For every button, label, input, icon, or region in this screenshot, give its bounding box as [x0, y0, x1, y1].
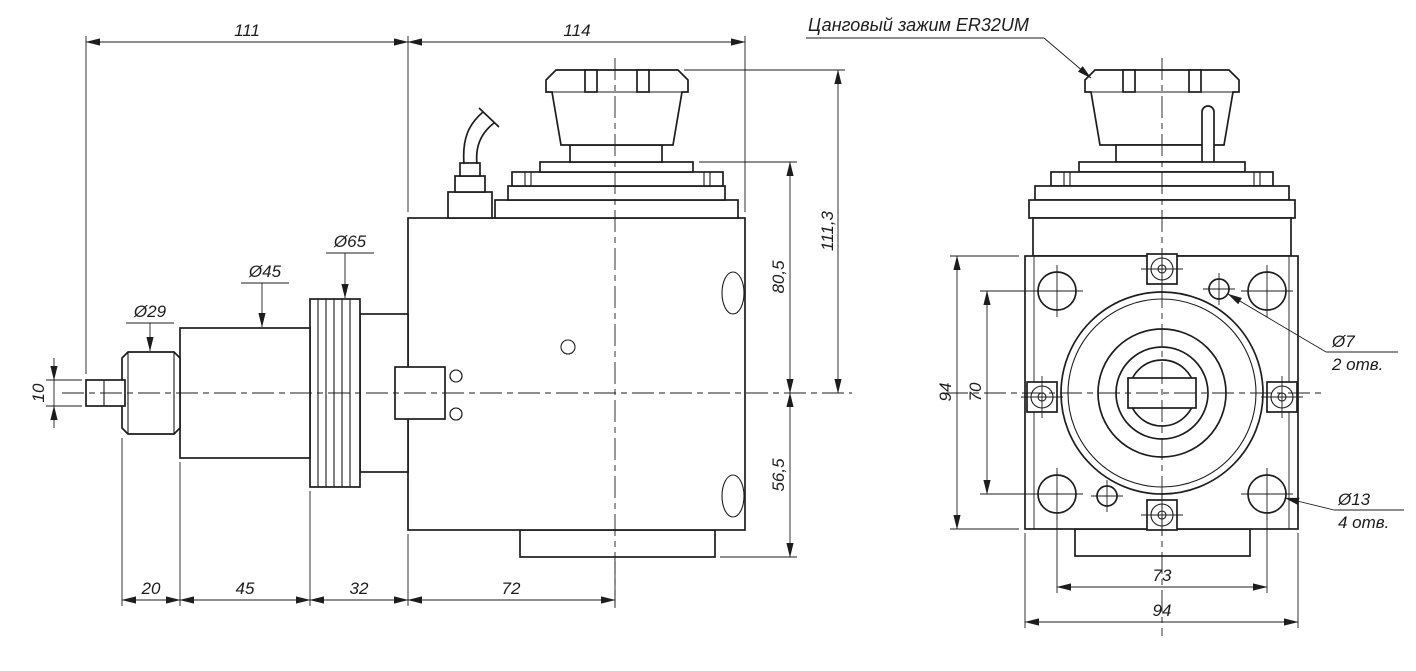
- dim-70: 70: [966, 382, 985, 401]
- dim-32: 32: [350, 579, 369, 598]
- dim-111-3: 111,3: [818, 210, 837, 251]
- side-cable-gland: [459, 162, 481, 177]
- dim-dia-45: Ø45: [248, 262, 282, 281]
- side-edge-recess-bottom: [721, 474, 745, 518]
- dim-94-horizontal: 94: [1153, 601, 1172, 620]
- front-corner-holes: [1031, 265, 1293, 520]
- dim-45: 45: [236, 579, 255, 598]
- cable-edge-left: [462, 111, 484, 165]
- dim-111: 111: [234, 21, 260, 40]
- dim-73: 73: [1153, 566, 1172, 585]
- side-top-assembly: [494, 69, 739, 219]
- callouts: Цанговый зажим ER32UM Ø7 2 отв. Ø13 4 от…: [806, 15, 1404, 532]
- callout-dia-7: Ø7: [1331, 332, 1355, 351]
- side-flange-wide: [511, 171, 724, 187]
- side-er-nut-slot-2: [636, 69, 650, 93]
- dim-dia-29: Ø29: [133, 302, 167, 321]
- front-bottom-tab: [1074, 528, 1251, 557]
- callout-title: Цанговый зажим ER32UM: [808, 15, 1029, 35]
- front-small-holes: [1091, 273, 1235, 512]
- side-bottom-tab: [519, 529, 716, 558]
- dim-20: 20: [141, 579, 161, 598]
- dimensions-front: 94 70 73 94: [936, 255, 1299, 628]
- cable-end-cap: [478, 107, 500, 128]
- side-cable-bracket-mid: [454, 175, 486, 193]
- dim-56-5: 56,5: [769, 458, 788, 492]
- dim-80-5: 80,5: [769, 260, 788, 294]
- dim-114: 114: [563, 21, 590, 40]
- dim-94-vertical: 94: [936, 383, 955, 402]
- centerlines: [62, 58, 1322, 636]
- side-cable-assembly: [447, 107, 500, 219]
- side-top-plate-lower: [494, 199, 739, 219]
- side-edge-recess-top: [721, 271, 745, 315]
- side-er-nut-slot-1: [584, 69, 598, 93]
- dim-dia-65: Ø65: [333, 232, 367, 251]
- side-top-plate-upper: [507, 185, 726, 201]
- callout-dia-7-qty: 2 отв.: [1331, 355, 1383, 374]
- front-er-nut-slot-2: [1188, 69, 1202, 93]
- side-body-block: [407, 217, 746, 531]
- side-view: [85, 69, 746, 558]
- dim-72: 72: [502, 579, 521, 598]
- side-pin-hole: [560, 339, 576, 355]
- callout-dia-13: Ø13: [1337, 490, 1371, 509]
- dim-10: 10: [29, 383, 48, 402]
- front-er-nut-slot-1: [1122, 69, 1136, 93]
- callout-dia-13-qty: 4 отв.: [1338, 513, 1389, 532]
- side-body: [407, 217, 746, 558]
- dimensions-side: 111 114 111,3 80,5 56,5 10 20 45 32 72: [29, 21, 845, 606]
- side-cable-bracket-base: [447, 191, 493, 219]
- side-nut-neck: [569, 144, 663, 163]
- side-flange-narrow: [539, 161, 694, 173]
- side-er-nut: [545, 69, 689, 146]
- cable-edge-right: [475, 122, 495, 165]
